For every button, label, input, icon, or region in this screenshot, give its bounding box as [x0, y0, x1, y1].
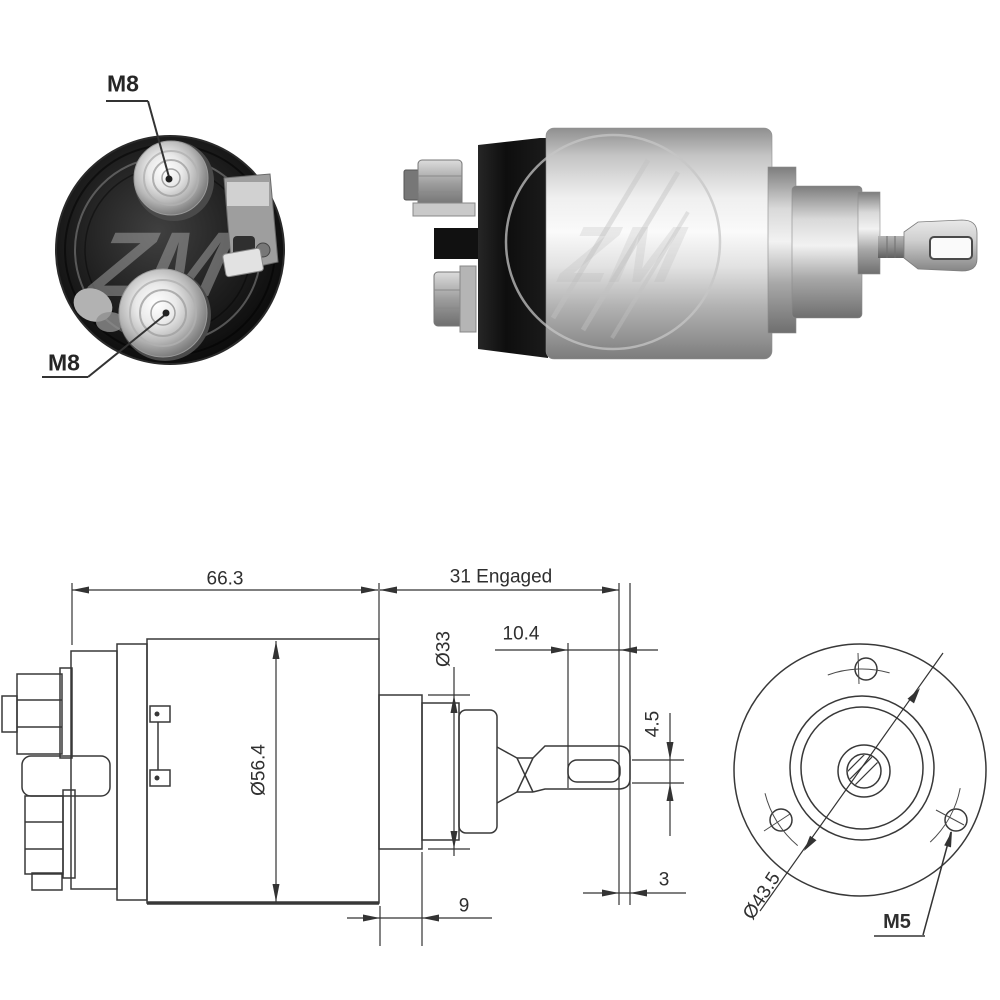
dim-shoulder-length: 9 [458, 895, 470, 917]
terminal-stud-top [133, 140, 214, 221]
side-view-dimension-lines [71, 583, 686, 946]
dim-body-diameter: Ø56.4 [248, 744, 270, 796]
spade-terminal-tab [434, 228, 482, 259]
drawing-flange [116, 643, 148, 901]
dim-tip-clearance: 3 [658, 869, 670, 891]
drawing-plunger-fork [532, 745, 631, 793]
dim-slot-width: 4.5 [642, 710, 664, 738]
connector-lug [222, 173, 279, 278]
side-view-photo: ZM [403, 127, 978, 360]
front-view-photo: ZM [55, 135, 285, 365]
label-m8-bottom: M8 [48, 349, 80, 376]
m8-leader-lines [42, 100, 173, 378]
dim-mounting-hole-thread: M5 [883, 911, 911, 933]
label-m8-top: M8 [107, 70, 139, 97]
dim-overall-length: 66.3 [206, 568, 244, 590]
end-view-drawing [733, 643, 987, 897]
svg-text:ZM: ZM [552, 210, 694, 300]
dim-shoulder-diameter: Ø33 [433, 631, 455, 667]
zm-watermark-side: ZM [504, 133, 722, 351]
dim-slot-length: 10.4 [502, 623, 540, 645]
rear-housing [478, 138, 548, 358]
dim-engaged-travel: 31 Engaged [449, 566, 553, 588]
mounting-ear [73, 288, 113, 322]
side-view-drawing [1, 638, 631, 905]
end-view-dimension-lines [759, 652, 952, 937]
